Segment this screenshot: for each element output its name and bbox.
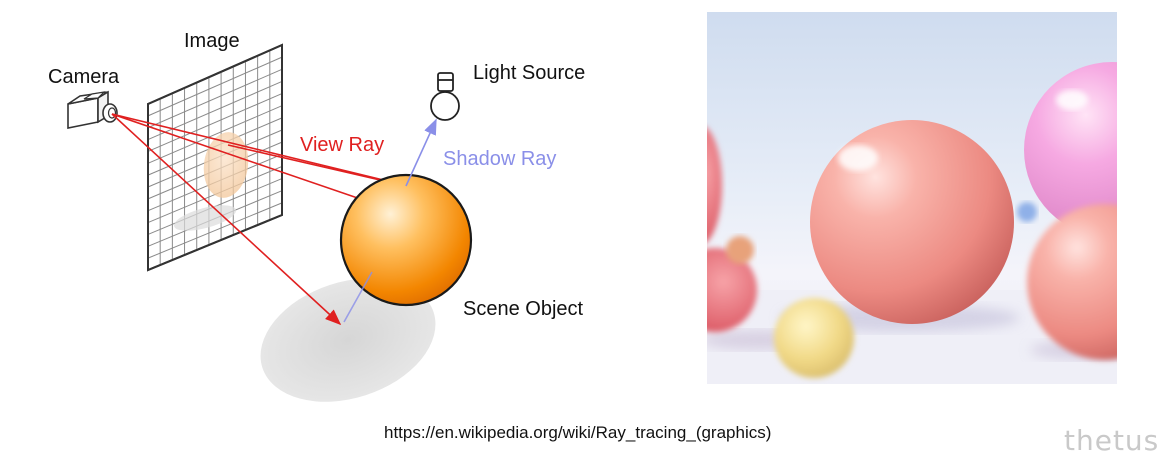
render-yellow-sphere: [774, 298, 854, 378]
ray-traced-render: [707, 12, 1117, 384]
render-magenta-highlight: [1056, 90, 1088, 110]
render-red-sphere-back: [707, 128, 722, 242]
image-plane-grid-line: [147, 105, 283, 164]
image-plane-grid-line: [147, 202, 283, 259]
image-plane: [147, 43, 283, 272]
source-url: https://en.wikipedia.org/wiki/Ray_tracin…: [384, 423, 772, 442]
label-scene-object: Scene Object: [463, 298, 584, 320]
image-plane-grid-line: [147, 68, 283, 129]
render-pink-sphere-right: [1027, 204, 1117, 360]
render-small-orange-sphere: [726, 236, 754, 264]
shadow-ray-main: [405, 118, 437, 187]
label-camera: Camera: [48, 66, 120, 88]
render-pink-sphere: [810, 120, 1014, 324]
camera-icon: [67, 90, 118, 129]
projected-shadow: [173, 205, 237, 231]
sphere-shadow: [260, 278, 436, 402]
view-ray-to-hit: [111, 113, 410, 189]
image-plane-grid-line: [147, 80, 283, 141]
label-light-source: Light Source: [473, 62, 585, 84]
shadow-rays: [343, 118, 437, 323]
render-pink-highlight: [838, 145, 878, 171]
label-view-ray: View Ray: [300, 134, 384, 156]
image-plane-grid-line: [147, 56, 283, 117]
image-plane-grid-line: [147, 93, 283, 152]
render-magenta-sphere: [1024, 62, 1117, 238]
view-ray-reflect: [227, 144, 407, 187]
label-image: Image: [184, 30, 240, 52]
view-rays: [111, 113, 410, 326]
scene-object-sphere: [339, 173, 473, 307]
view-ray-lower: [111, 113, 342, 326]
watermark: thetus: [1064, 424, 1160, 457]
label-shadow-ray: Shadow Ray: [443, 148, 556, 170]
render-blue-sphere: [1017, 202, 1037, 222]
render-red-sphere-front: [707, 248, 757, 332]
shadow-ray-occluded: [343, 271, 373, 323]
view-ray-upper: [111, 113, 380, 207]
ray-tracing-diagram: Image Camera Light Source View Ray Shado…: [48, 30, 585, 402]
light-bulb-icon: [430, 72, 460, 121]
